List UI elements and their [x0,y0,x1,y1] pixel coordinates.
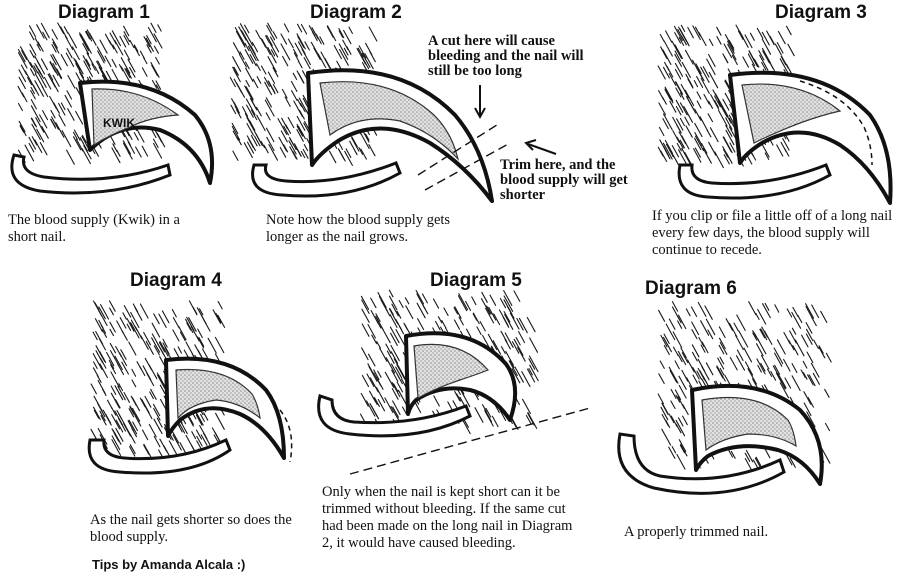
diagram-6-title: Diagram 6 [645,278,737,299]
diagram-1-quick [91,88,180,147]
diagram-3-claw-illustration [657,24,893,205]
diagram-1-title: Diagram 1 [58,2,150,23]
diagram-2-title: Diagram 2 [310,2,402,23]
diagram-5-cut-line [349,407,591,475]
diagram-4-claw-illustration [87,300,293,475]
diagram-1-claw-illustration [10,22,215,195]
credit-text: Tips by Amanda Alcala :) [92,557,246,572]
diagram-5-claw-illustration [317,289,591,475]
diagram-5-toe-pad [317,394,472,438]
diagram-6-quick [701,397,797,452]
diagram-4-quick [175,368,261,420]
diagram-2-arrow-left [524,139,557,155]
diagram-2-claw-illustration [229,22,511,203]
diagram-6-caption: A properly trimmed nail. [624,524,769,540]
diagram-1-caption: The blood supply (Kwik) in a short nail. [8,212,180,245]
diagram-1-kwik-label: KWIK [103,116,135,130]
diagram-3-toe-pad [677,163,832,200]
diagram-4-previous-tip-outline [279,409,293,463]
diagram-2-callout-top: A cut here will cause bleeding and the n… [428,33,584,79]
diagram-2-arrow-down-head [474,107,486,120]
diagram-2-cut-line-lower [424,142,511,191]
diagram-2-caption: Note how the blood supply gets longer as… [266,212,451,245]
diagram-5-caption: Only when the nail is kept short can it … [322,484,573,551]
diagram-3-caption: If you clip or file a little off of a lo… [652,208,893,258]
diagram-5-quick [413,343,490,399]
diagram-2-quick [319,81,460,162]
diagram-4-toe-pad [87,437,232,475]
diagram-4-title: Diagram 4 [130,270,222,291]
diagram-2-cut-line-upper [417,122,501,176]
diagram-2-toe-pad [251,161,402,198]
diagram-3-title: Diagram 3 [775,2,867,23]
diagram-4-caption: As the nail gets shorter so does the blo… [90,512,292,545]
diagram-1-toe-pad [10,153,172,195]
diagram-5-title: Diagram 5 [430,270,522,291]
diagram-6-claw-illustration [617,301,832,495]
diagram-2-callout-bottom: Trim here, and the blood supply will get… [500,157,628,203]
diagram-6-toe-pad [617,432,786,495]
diagram-3-quick [741,83,842,144]
